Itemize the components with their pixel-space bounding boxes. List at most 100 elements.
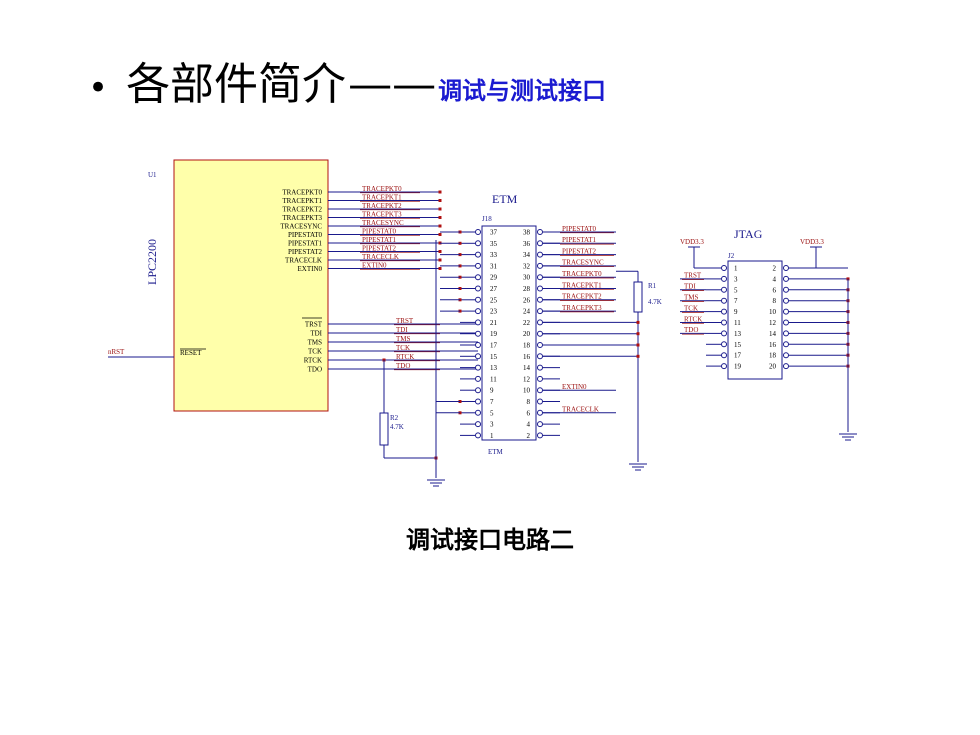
jtag-pin-circle-10: [783, 308, 789, 315]
etm-pin-6: 6: [527, 409, 531, 417]
etm-pin-circle-27: [475, 285, 481, 292]
r2-ref: R2: [390, 414, 399, 422]
etm-pin-38: 38: [523, 229, 531, 237]
etm-pin-23: 23: [490, 308, 498, 316]
jtag-pin-10: 10: [769, 308, 777, 316]
etm-pin-circle-11: [475, 375, 481, 382]
jtag-pin-circle-4: [783, 275, 789, 282]
etm-pin-1: 1: [490, 432, 494, 440]
net-label-jtag-tdi: TDI: [396, 326, 408, 334]
net-label-jtag-rtck: RTCK: [396, 353, 414, 361]
u1-pin-trst: TRST: [305, 321, 323, 329]
u1-pin-tdi: TDI: [310, 330, 322, 338]
jtag-pin-circle-1: [721, 265, 727, 271]
etm-pin-circle-29: [475, 274, 481, 281]
net-label-u1-pipestat2: PIPESTAT2: [362, 244, 397, 252]
net-label-u1-pipestat0: PIPESTAT0: [362, 227, 397, 235]
etm-pin-7: 7: [490, 398, 494, 406]
net-label-etm-tracepkt1: TRACEPKT1: [562, 281, 602, 289]
etm-pin-circle-10: [537, 387, 543, 394]
etm-pin-29: 29: [490, 274, 498, 282]
etm-pin-circle-28: [537, 285, 543, 292]
lpc2200-chip-body: [173, 159, 329, 412]
resistor-r1: [633, 281, 643, 313]
etm-pin-circle-20: [537, 330, 543, 337]
etm-pin-31: 31: [490, 262, 498, 270]
etm-pin-circle-12: [537, 375, 543, 382]
r2-value: 4.7K: [390, 423, 404, 431]
junction-u1-trace-2: [438, 207, 442, 211]
net-label-etm-traceclk: TRACECLK: [562, 406, 599, 414]
slide-title: • 各部件简介 —— 调试与测试接口: [88, 48, 606, 118]
net-label-u1-tracepkt1: TRACEPKT1: [362, 193, 402, 201]
net-label-jtag-conn-rtck: RTCK: [684, 315, 702, 323]
jtag-pin-2: 2: [773, 265, 777, 273]
etm-pin-circle-7: [475, 398, 481, 405]
etm-pin-9: 9: [490, 387, 494, 395]
diagram-caption: 调试接口电路二: [406, 525, 574, 554]
u1-pin-tdo: TDO: [308, 366, 322, 374]
jtag-pin-circle-16: [783, 341, 789, 348]
jtag-pin-circle-11: [721, 319, 727, 326]
etm-pin-circle-17: [475, 342, 481, 348]
etm-pin-5: 5: [490, 409, 494, 417]
net-label-etm-tracepkt3: TRACEPKT3: [562, 304, 602, 312]
jtag-pin-circle-3: [721, 275, 727, 282]
etm-pin-13: 13: [490, 364, 498, 372]
u1-pin-tck: TCK: [308, 348, 322, 356]
net-label-etm-extin0: EXTIN0: [562, 383, 587, 391]
etm-title: ETM: [492, 192, 518, 206]
jtag-pin-1: 1: [734, 265, 738, 273]
u1-pin-rtck: RTCK: [304, 357, 322, 365]
etm-pin-circle-9: [475, 387, 481, 394]
net-label-etm-pipestat2: PIPESTAT2: [562, 247, 597, 255]
etm-pin-circle-22: [537, 319, 543, 326]
jtag-pin-12: 12: [769, 319, 777, 327]
net-label-jtag-tdo: TDO: [396, 362, 410, 370]
net-label-jtag-conn-trst: TRST: [684, 272, 702, 280]
etm-pin-circle-23: [475, 308, 481, 315]
jtag-pin-circle-2: [783, 265, 789, 271]
jtag-pin-circle-19: [721, 363, 727, 370]
etm-pin-28: 28: [523, 285, 531, 293]
etm-pin-circle-2: [537, 432, 543, 439]
u1-pin-traceclk: TRACECLK: [285, 257, 322, 265]
u1-pin-tracepkt2: TRACEPKT2: [282, 206, 322, 214]
jtag-pin-circle-17: [721, 352, 727, 359]
jtag-pin-17: 17: [734, 352, 742, 360]
etm-pin-circle-1: [475, 432, 481, 439]
jtag-pin-7: 7: [734, 297, 738, 305]
jtag-pin-circle-15: [721, 341, 727, 348]
net-label-nrst: nRST: [108, 348, 125, 356]
jtag-pin-13: 13: [734, 330, 742, 338]
r1-ref: R1: [648, 282, 657, 290]
etm-pin-circle-8: [537, 398, 543, 405]
jtag-title: JTAG: [734, 227, 763, 241]
jtag-pin-circle-14: [783, 330, 789, 337]
etm-pin-20: 20: [523, 330, 531, 338]
junction-u1-trace-4: [438, 224, 442, 228]
net-label-jtag-conn-tdi: TDI: [684, 283, 696, 291]
etm-pin-14: 14: [523, 364, 531, 372]
u1-pin-tms: TMS: [308, 339, 323, 347]
jtag-pin-circle-20: [783, 363, 789, 370]
etm-pin-36: 36: [523, 240, 531, 248]
net-label-etm-pipestat0: PIPESTAT0: [562, 225, 597, 233]
etm-pin-32: 32: [523, 262, 531, 270]
jtag-pin-circle-12: [783, 319, 789, 326]
u1-pin-pipestat1: PIPESTAT1: [288, 240, 323, 248]
etm-ref: J18: [482, 215, 492, 223]
vdd-label-right: VDD3.3: [800, 238, 824, 246]
junction-u1-trace-5: [438, 233, 442, 236]
jtag-pin-6: 6: [773, 286, 777, 294]
etm-pin-circle-33: [475, 251, 481, 258]
u1-pin-reset: RESET: [180, 349, 202, 357]
title-dash: ——: [348, 59, 437, 110]
etm-pin-circle-30: [537, 274, 543, 281]
junction-u1-trace-7: [438, 250, 442, 253]
etm-pin-11: 11: [490, 375, 497, 383]
etm-pin-17: 17: [490, 342, 498, 350]
title-main: 各部件简介: [126, 59, 347, 110]
etm-connector-body: [481, 225, 537, 441]
